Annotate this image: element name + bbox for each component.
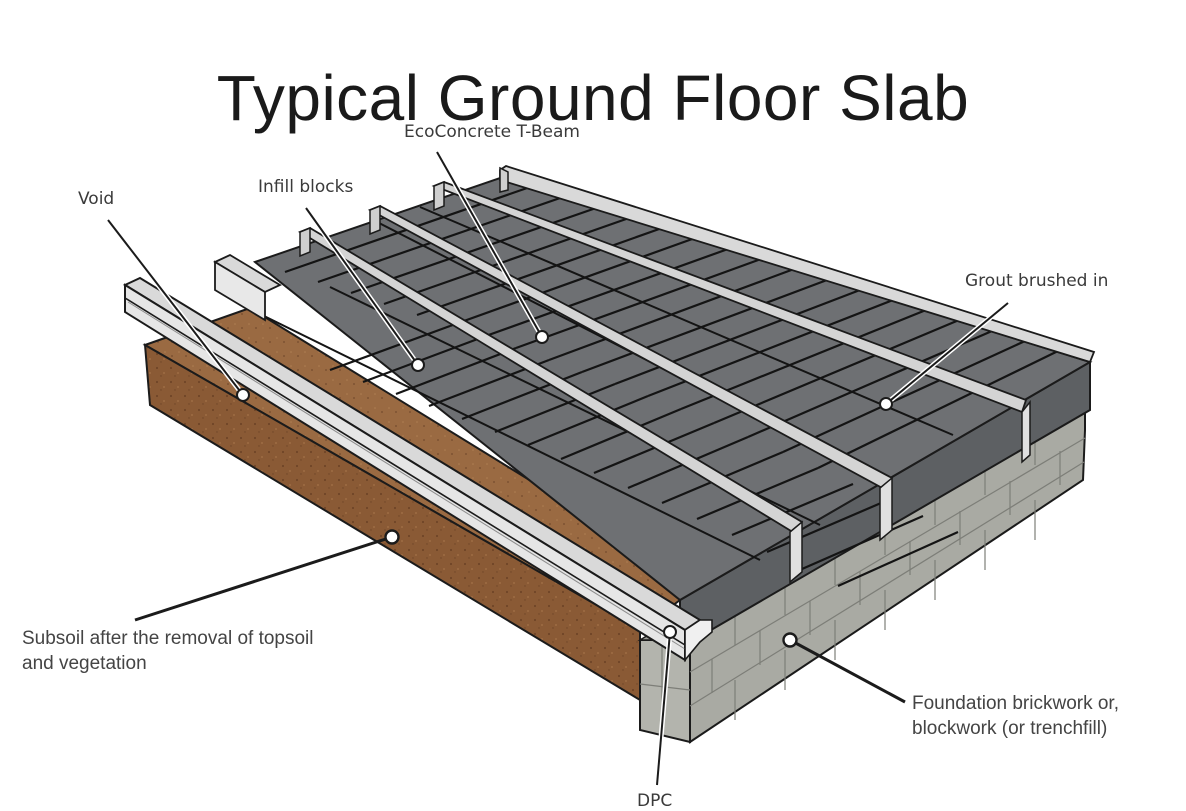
label-grout-brushed-in: Grout brushed in (965, 271, 1109, 291)
label-subsoil: Subsoil after the removal of topsoil and… (22, 626, 314, 676)
label-foundation-line2: blockwork (or trenchfill) (912, 718, 1108, 739)
label-foundation-line1: Foundation brickwork or, (912, 693, 1119, 714)
t-beam-2 (431, 180, 1031, 464)
leader-dpc (654, 625, 677, 786)
t-beam-back (499, 165, 1096, 364)
label-ecoconcrete-tbeam: EcoConcrete T-Beam (404, 122, 580, 142)
label-dpc: DPC (637, 791, 673, 811)
leader-ecoconcrete-tbeam (434, 150, 549, 344)
leader-foundation (782, 632, 906, 704)
label-void: Void (78, 189, 115, 209)
t-beam-front (122, 276, 713, 663)
leader-infill-blocks (303, 206, 425, 372)
label-subsoil-line1: Subsoil after the removal of topsoil (22, 628, 314, 649)
label-subsoil-line2: and vegetation (22, 653, 147, 674)
leader-grout-brushed-in (879, 301, 1010, 411)
diagram-title: Typical Ground Floor Slab (216, 61, 970, 134)
label-infill-blocks: Infill blocks (258, 177, 354, 197)
t-beams (122, 165, 1096, 663)
leader-void (106, 218, 250, 402)
t-beam-4 (297, 226, 804, 584)
t-beam-3 (367, 204, 894, 542)
t-beam-5 (213, 253, 282, 322)
leader-lines (106, 150, 1010, 786)
label-foundation: Foundation brickwork or, blockwork (or t… (912, 691, 1119, 741)
leader-subsoil (134, 529, 400, 622)
